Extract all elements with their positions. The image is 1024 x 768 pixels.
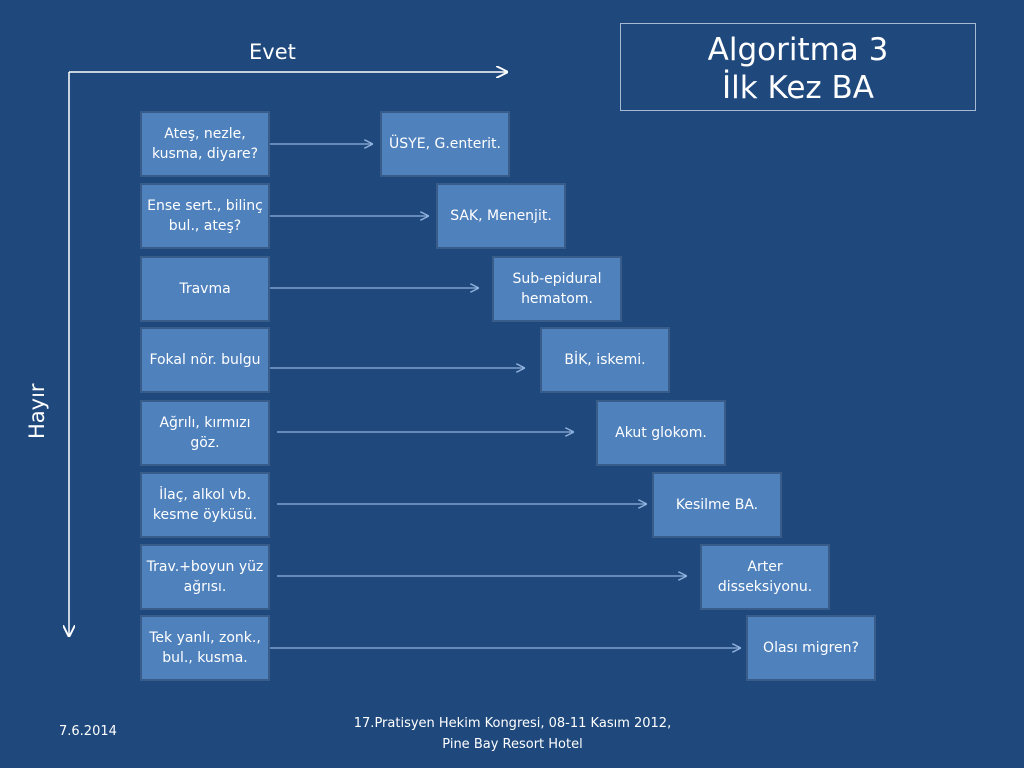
x-axis-label: Evet [249,40,296,64]
answer-box: Olası migren? [746,615,876,681]
y-axis-label: Hayır [25,383,49,439]
answer-box: Akut glokom. [596,400,726,466]
question-box: Fokal nör. bulgu [140,327,270,393]
answer-box: Arter disseksiyonu. [700,544,830,610]
question-box: Ağrılı, kırmızı göz. [140,400,270,466]
footer-event: 17.Pratisyen Hekim Kongresi, 08-11 Kasım… [353,716,672,752]
question-box: İlaç, alkol vb. kesme öyküsü. [140,472,270,538]
answer-box: Kesilme BA. [652,472,782,538]
question-box: Ense sert., bilinç bul., ateş? [140,183,270,249]
slide-title: Algoritma 3 [707,32,889,68]
question-box: Trav.+boyun yüz ağrısı. [140,544,270,610]
title-box: Algoritma 3 İlk Kez BA [620,23,976,111]
question-box: Ateş, nezle, kusma, diyare? [140,111,270,177]
answer-box: Sub-epidural hematom. [492,256,622,322]
answer-box: ÜSYE, G.enterit. [380,111,510,177]
slide-subtitle: İlk Kez BA [721,70,875,106]
question-box: Tek yanlı, zonk., bul., kusma. [140,615,270,681]
answer-box: SAK, Menenjit. [436,183,566,249]
answer-box: BİK, iskemi. [540,327,670,393]
question-box: Travma [140,256,270,322]
footer-date: 7.6.2014 [59,724,117,739]
